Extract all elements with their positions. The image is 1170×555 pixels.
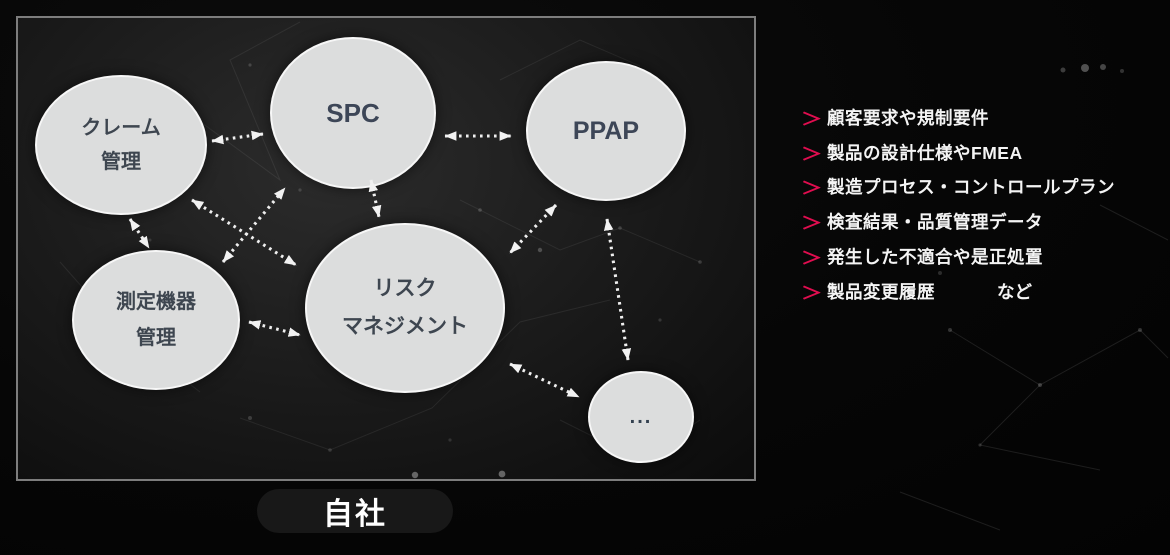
node-spc: SPC bbox=[270, 37, 436, 189]
node-ppap: PPAP bbox=[526, 61, 686, 201]
list-item-text: 顧客要求や規制要件 bbox=[827, 107, 989, 128]
list-item: ＞ 製造プロセス・コントロールプラン bbox=[801, 170, 1166, 205]
chevron-icon: ＞ bbox=[801, 179, 823, 199]
chevron-icon: ＞ bbox=[801, 249, 823, 269]
data-items-panel: ＞ 顧客要求や規制要件 ＞ 製品の設計仕様やFMEA ＞ 製造プロセス・コントロ… bbox=[801, 100, 1166, 309]
node-ellipsis-label: ... bbox=[629, 405, 653, 428]
list-item: ＞ 検査結果・品質管理データ bbox=[801, 204, 1166, 239]
node-claim-management: クレーム 管理 bbox=[35, 75, 207, 215]
list-item-text: 発生した不適合や是正処置 bbox=[827, 247, 1043, 268]
list-item-text: 検査結果・品質管理データ bbox=[827, 212, 1043, 233]
node-spc-label: SPC bbox=[326, 97, 380, 128]
node-claim-management-label: クレーム 管理 bbox=[81, 117, 161, 173]
chevron-icon: ＞ bbox=[801, 109, 823, 129]
node-measurement-equipment-label: 測定機器 管理 bbox=[116, 291, 196, 349]
list-item: ＞ 発生した不適合や是正処置 bbox=[801, 239, 1166, 274]
list-etc-suffix: など bbox=[997, 281, 1032, 302]
list-item-text: 製造プロセス・コントロールプラン bbox=[827, 177, 1115, 198]
company-label: 自社 bbox=[323, 498, 387, 531]
node-risk-management: リスク マネジメント bbox=[305, 223, 505, 393]
chevron-icon: ＞ bbox=[801, 144, 823, 164]
list-item: ＞ 製品の設計仕様やFMEA bbox=[801, 135, 1166, 170]
chevron-icon: ＞ bbox=[801, 283, 823, 303]
node-ellipsis: ... bbox=[588, 371, 694, 463]
company-label-pill: 自社 bbox=[257, 489, 453, 533]
node-risk-management-label: リスク マネジメント bbox=[342, 277, 468, 338]
node-ppap-label: PPAP bbox=[572, 116, 640, 145]
list-item-text: 製品変更履歴 bbox=[827, 281, 935, 302]
node-measurement-equipment: 測定機器 管理 bbox=[72, 250, 240, 390]
list-item-text: 製品の設計仕様やFMEA bbox=[827, 142, 1023, 163]
chevron-icon: ＞ bbox=[801, 214, 823, 234]
list-item: ＞ 製品変更履歴 など bbox=[801, 274, 1166, 309]
list-item: ＞ 顧客要求や規制要件 bbox=[801, 100, 1166, 135]
